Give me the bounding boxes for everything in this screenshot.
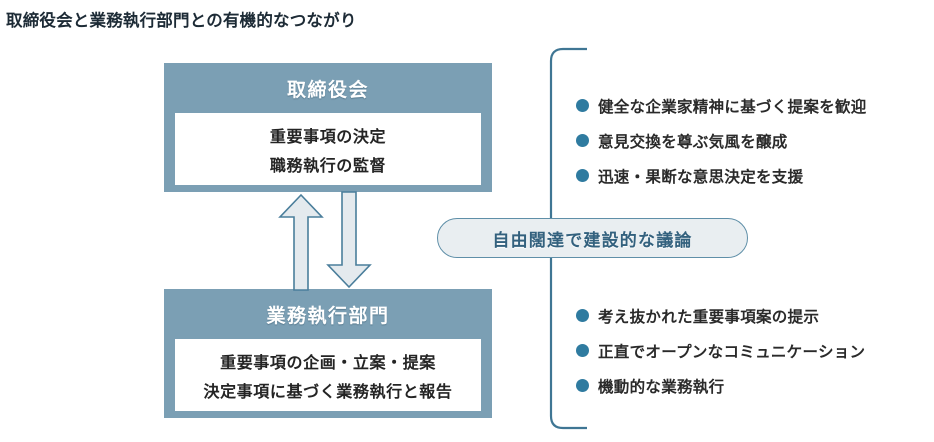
org-box-execution: 業務執行部門 重要事項の企画・立案・提案 決定事項に基づく業務執行と報告 (164, 289, 492, 418)
list-item: 迅速・果断な意思決定を支援 (576, 158, 867, 193)
list-item: 意見交換を尊ぶ気風を醸成 (576, 123, 867, 158)
bullet-dot-icon (576, 309, 589, 322)
list-item: 機動的な業務執行 (576, 368, 865, 403)
bullet-label: 迅速・果断な意思決定を支援 (598, 168, 804, 186)
discussion-pill: 自由闊達で建設的な議論 (437, 218, 748, 258)
org-box-execution-line-1: 重要事項の企画・立案・提案 (220, 354, 436, 372)
bullet-dot-icon (576, 169, 589, 182)
list-item: 正直でオープンなコミュニケーション (576, 333, 865, 368)
org-box-board-body: 重要事項の決定 職務執行の監督 (175, 113, 481, 185)
discussion-pill-label: 自由闊達で建設的な議論 (492, 230, 693, 250)
arrow-pair-svg (278, 191, 372, 291)
org-box-board-line-2: 職務執行の監督 (269, 157, 387, 175)
bullet-label: 正直でオープンなコミュニケーション (598, 343, 866, 361)
arrow-up-icon (278, 193, 324, 291)
page-title: 取締役会と業務執行部門との有機的なつながり (6, 12, 357, 30)
org-box-board: 取締役会 重要事項の決定 職務執行の監督 (164, 63, 492, 192)
list-item: 健全な企業家精神に基づく提案を歓迎 (576, 88, 867, 123)
bullet-dot-icon (576, 99, 589, 112)
list-item: 考え抜かれた重要事項案の提示 (576, 298, 865, 333)
bullet-label: 考え抜かれた重要事項案の提示 (598, 308, 820, 326)
bullet-dot-icon (576, 379, 589, 392)
bullet-dot-icon (576, 134, 589, 147)
arrow-down-icon (326, 191, 372, 289)
org-box-board-title: 取締役会 (286, 80, 369, 101)
org-box-execution-title: 業務執行部門 (266, 306, 390, 327)
arrow-pair (270, 190, 380, 292)
bullet-label: 意見交換を尊ぶ気風を醸成 (598, 133, 788, 151)
bullet-dot-icon (576, 344, 589, 357)
bullet-group-lower: 考え抜かれた重要事項案の提示 正直でオープンなコミュニケーション 機動的な業務執… (576, 298, 865, 403)
org-box-execution-line-2: 決定事項に基づく業務執行と報告 (203, 383, 453, 401)
org-box-board-line-1: 重要事項の決定 (269, 128, 387, 146)
bullet-group-upper: 健全な企業家精神に基づく提案を歓迎 意見交換を尊ぶ気風を醸成 迅速・果断な意思決… (576, 88, 867, 193)
bullet-label: 健全な企業家精神に基づく提案を歓迎 (598, 98, 867, 116)
org-box-execution-body: 重要事項の企画・立案・提案 決定事項に基づく業務執行と報告 (175, 339, 481, 411)
bullet-label: 機動的な業務執行 (598, 378, 725, 396)
